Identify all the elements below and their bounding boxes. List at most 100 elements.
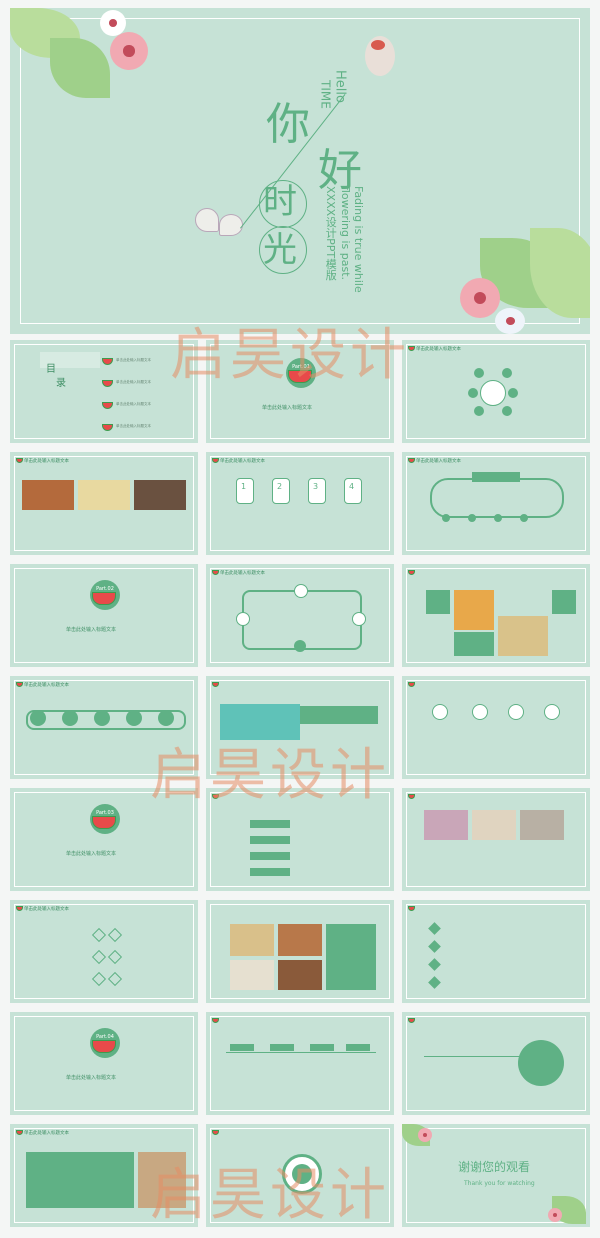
melon-icon [408,458,415,463]
melon-icon [92,816,116,829]
slide-header: 单击此处输入标题文本 [416,459,461,464]
node [30,710,46,726]
slide-diamond-list[interactable] [402,900,590,1003]
photo [424,810,468,840]
node [474,406,484,416]
part-label: Part.01 [292,364,310,370]
node [474,368,484,378]
melon-icon [212,682,219,687]
divider [424,1056,524,1057]
slide-radial[interactable]: 单击此处输入标题文本 [402,340,590,443]
slide-cycle[interactable]: 单击此处输入标题文本 [402,452,590,555]
slide-icon-row[interactable] [402,676,590,779]
slide-header: 单击此处输入标题文本 [220,571,265,576]
slide-frame [210,904,390,999]
slide-photo-strip[interactable] [402,788,590,891]
slide-frame [406,792,586,887]
slide-frame [210,680,390,775]
slide-panels[interactable]: 单击此处输入标题文本 [10,1124,198,1227]
title-char-ni: 你 [266,99,310,150]
melon-icon [408,794,415,799]
photo [220,704,300,740]
part-label: Part.04 [96,1034,114,1040]
toc-bar [40,352,100,368]
melon-icon [212,570,219,575]
slide-frame [406,456,586,551]
melon-icon [92,592,116,605]
flower-decoration [548,1208,562,1222]
slide-frame [14,1128,194,1223]
photo [230,960,274,990]
slide-frame [14,792,194,887]
slide-loop-icons[interactable]: 单击此处输入标题文本 [206,564,394,667]
node [502,368,512,378]
slide-circle-callout[interactable] [402,1012,590,1115]
slide-frame [210,344,390,439]
step-hex: 1 [236,478,254,504]
toc-item[interactable]: 单击此处输入标题文本 [116,402,151,406]
slide-part04[interactable]: Part.04 单击此处输入标题文本 [10,1012,198,1115]
melon-icon [408,682,415,687]
hello-text: Hello [332,70,348,103]
label-bar [250,836,290,844]
timeline-axis [226,1052,376,1053]
toc-item[interactable]: 单击此处输入标题文本 [116,380,151,384]
part-label: Part.03 [96,810,114,816]
slide-list-icons[interactable] [206,788,394,891]
melon-icon [288,370,312,383]
melon-icon [408,1018,415,1023]
node [494,514,502,522]
part-label: Part.02 [96,586,114,592]
melon-icon [102,424,113,431]
slide-ring[interactable] [206,1124,394,1227]
title-circle [259,226,307,274]
melon-icon [212,458,219,463]
slide-frame [14,1016,194,1111]
slide-steps[interactable]: 单击此处输入标题文本 1 2 3 4 [206,452,394,555]
section-title: 单击此处输入标题文本 [66,851,117,857]
slide-thanks[interactable]: 谢谢您的观看 Thank you for watching [402,1124,590,1227]
melon-icon [102,380,113,387]
step-hex: 4 [344,478,362,504]
melon-icon [16,458,23,463]
icon-tile [552,590,576,614]
icon [544,704,560,720]
flower-decoration [495,308,525,334]
slide-photos-3[interactable]: 单击此处输入标题文本 [10,452,198,555]
template-label: XXXX设计PPT模版 [324,186,338,281]
step-hex: 2 [272,478,290,504]
node [468,514,476,522]
slide-frame [210,792,390,887]
toc-title-lu: 录 [56,378,66,389]
step-hex: 3 [308,478,326,504]
slide-macaron[interactable] [206,676,394,779]
step-number: 4 [349,482,355,491]
watermark: 启昊设计 [170,323,410,388]
tagline-line1: Fading is true while [352,186,366,293]
slide-part01[interactable]: Part.01 单击此处输入标题文本 [206,340,394,443]
slide-timeline[interactable] [206,1012,394,1115]
toc-item[interactable]: 单击此处输入标题文本 [116,358,151,362]
node [126,710,142,726]
step-number: 3 [313,482,319,491]
flower-decoration [418,1128,432,1142]
icon-tile [426,590,450,614]
bird-decoration [365,36,395,76]
slide-collage[interactable] [206,900,394,1003]
slide-photo-grid[interactable] [402,564,590,667]
thanks-en: Thank you for watching [464,1180,535,1187]
slide-part02[interactable]: Part.02 单击此处输入标题文本 [10,564,198,667]
title-char-guang: 光 [263,230,297,270]
slide-diamonds[interactable]: 单击此处输入标题文本 [10,900,198,1003]
icon [472,704,488,720]
slide-toc[interactable]: 目 录 单击此处输入标题文本 单击此处输入标题文本 单击此处输入标题文本 单击此… [10,340,198,443]
photo [78,480,130,510]
slide-header: 单击此处输入标题文本 [416,347,461,352]
slide-part03[interactable]: Part.03 单击此处输入标题文本 [10,788,198,891]
cover-slide[interactable]: Hello TIME 你 好 时 光 Fading is true while … [10,8,590,334]
section-title: 单击此处输入标题文本 [262,405,313,411]
slide-zigzag[interactable]: 单击此处输入标题文本 [10,676,198,779]
melon-icon [408,346,415,351]
toc-item[interactable]: 单击此处输入标题文本 [116,424,151,428]
slide-frame [14,568,194,663]
